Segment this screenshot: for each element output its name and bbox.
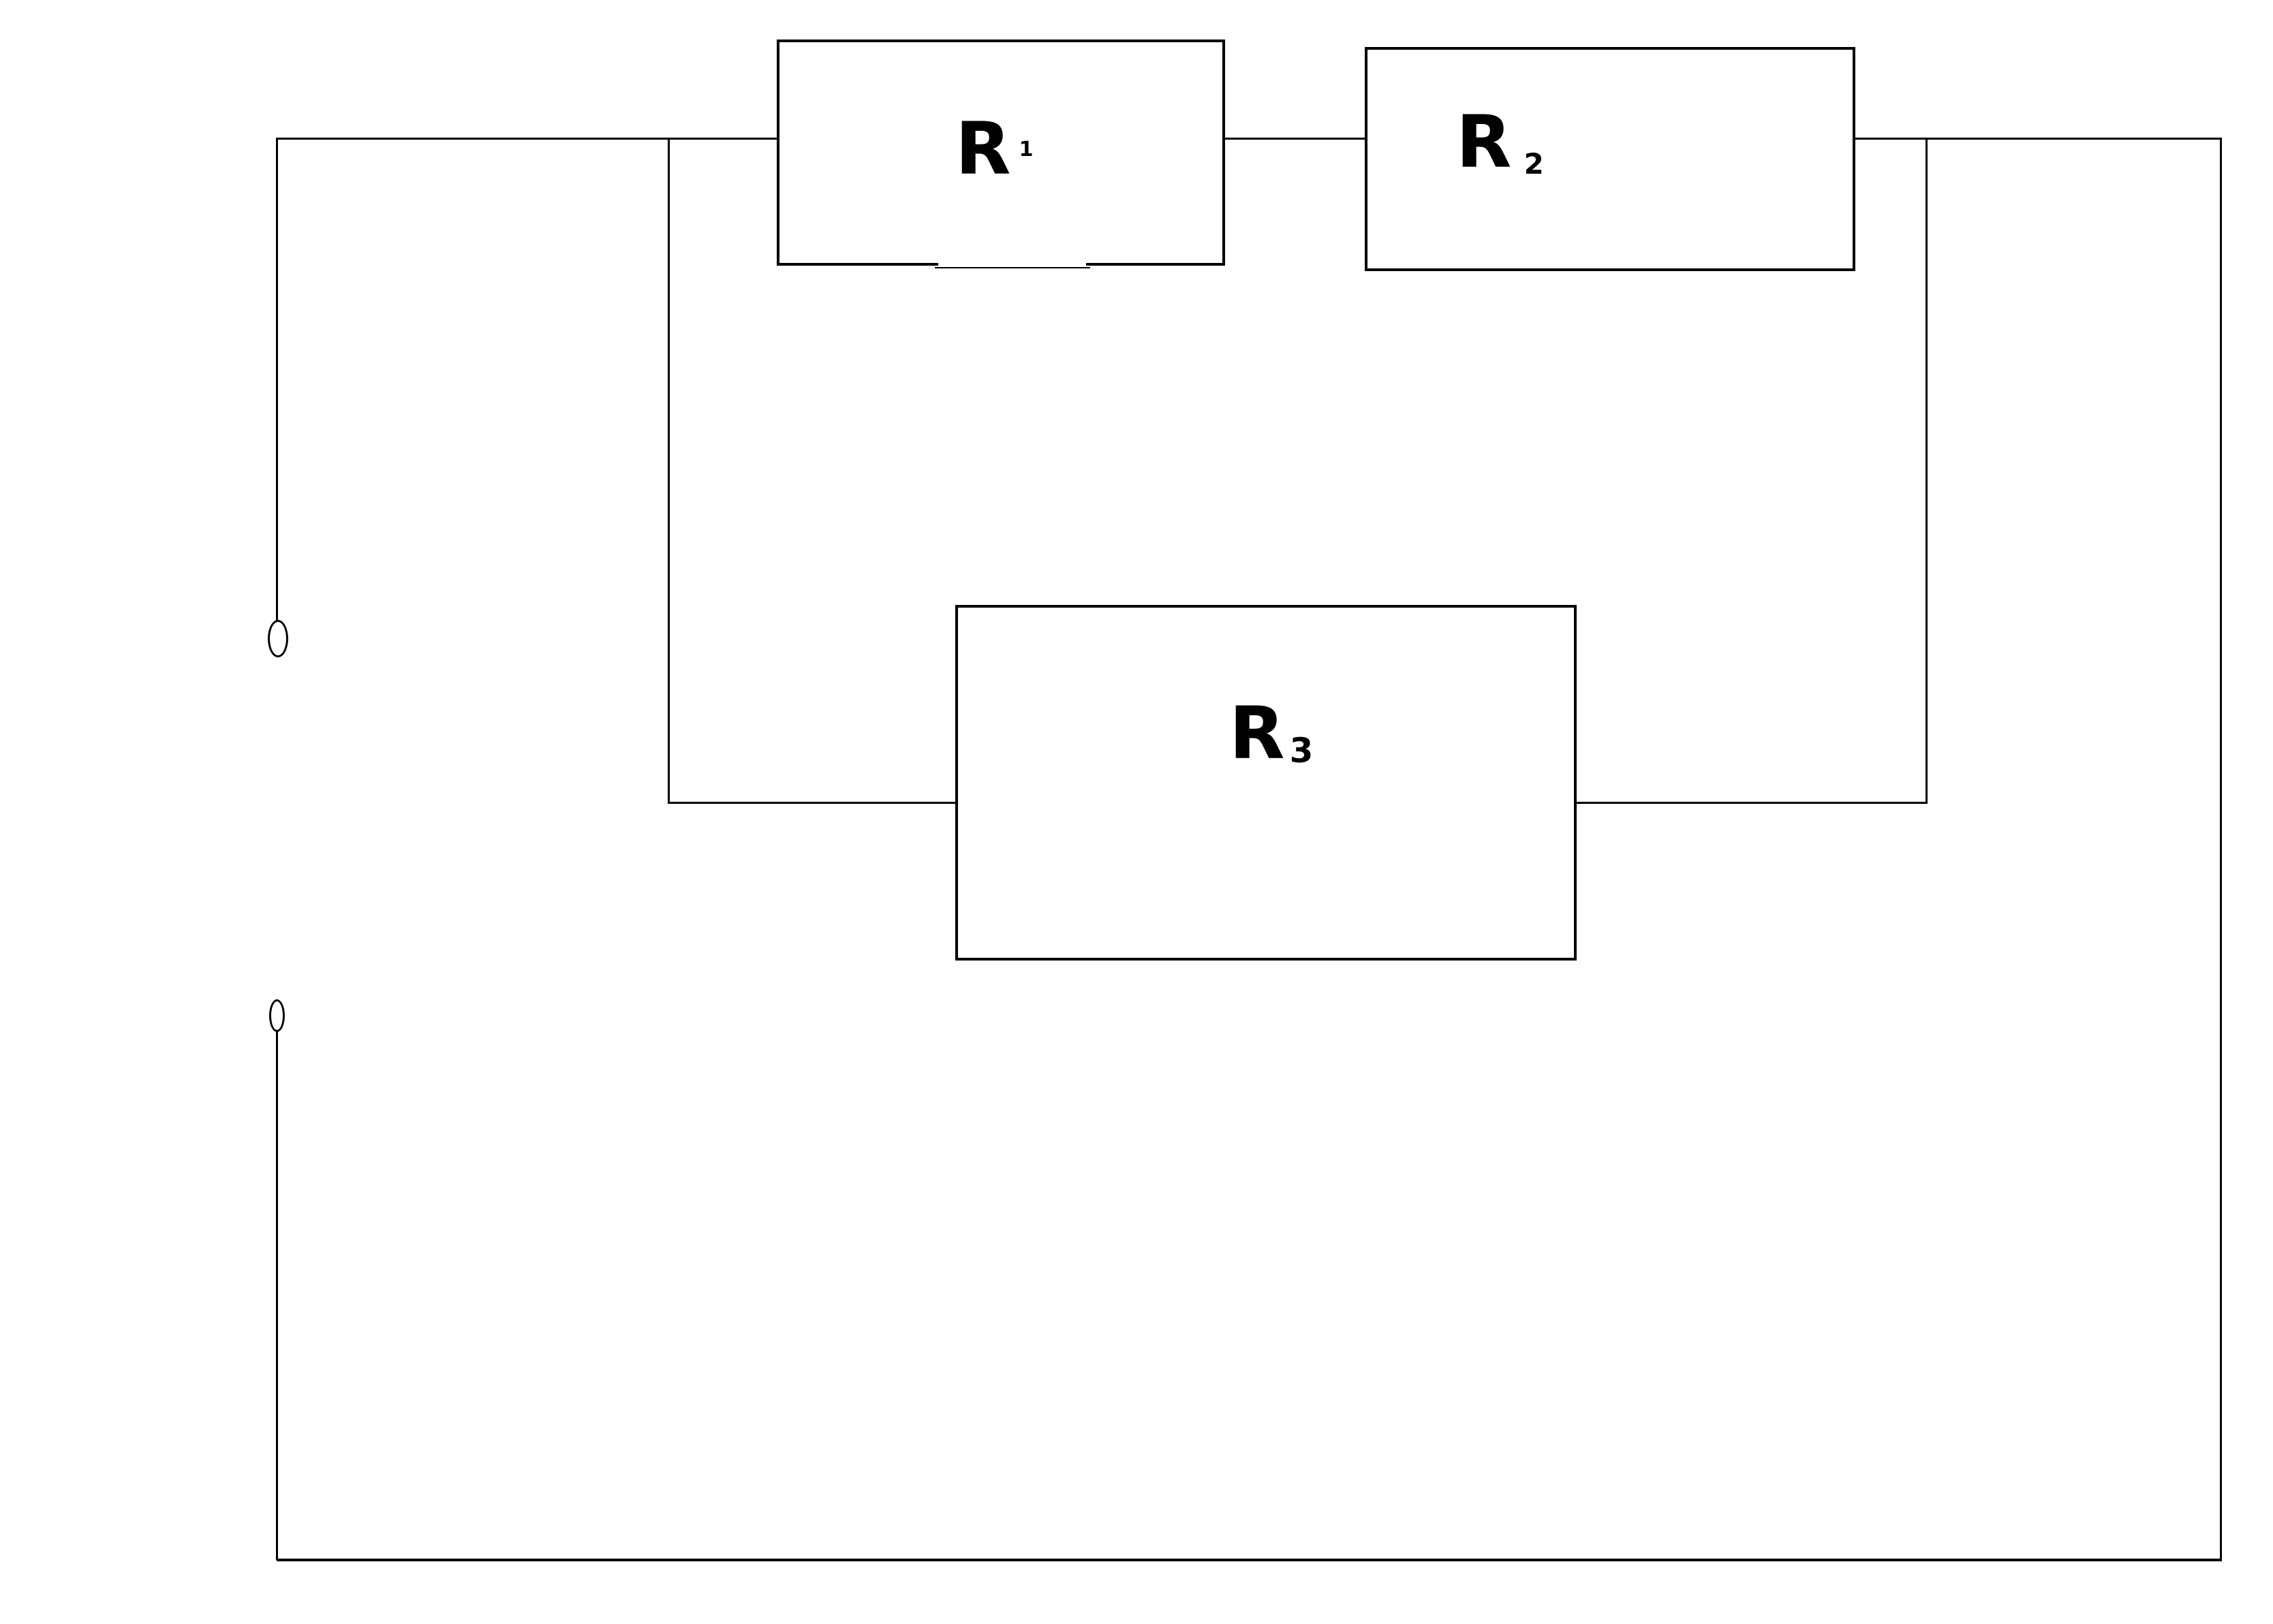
r1-label-number: 1 [1019,138,1034,161]
wire-left-lower-vertical [276,1031,278,1560]
wire-r2-right-horizontal [1854,138,2222,140]
resistor-r2-box [1365,47,1855,271]
terminal-bottom-circle-icon [269,999,285,1032]
r1-bottom-edge-gap [938,262,1086,268]
terminal-top-circle-icon [268,620,288,657]
r2-label-base: R [1456,100,1512,184]
r3-label-base: R [1229,691,1285,775]
resistor-r1-box [777,40,1225,266]
r3-label-number: 3 [1289,731,1314,770]
resistor-r3-box [955,605,1577,961]
wire-middle-vertical [668,138,670,804]
wire-outer-right-vertical [2220,138,2222,1561]
wire-bottom-horizontal [277,1559,2222,1561]
r1-bottom-edge-thin-line [935,267,1090,268]
wire-top-left-horizontal [277,138,779,140]
wire-r3-right-horizontal [1577,802,1928,804]
r2-label-number: 2 [1524,147,1544,181]
wire-inner-right-vertical [1926,138,1928,804]
wire-r3-left-horizontal [668,802,957,804]
r1-label-base: R [955,107,1011,191]
wire-left-upper-vertical [276,138,278,621]
wire-r1-r2-link [1225,138,1367,140]
